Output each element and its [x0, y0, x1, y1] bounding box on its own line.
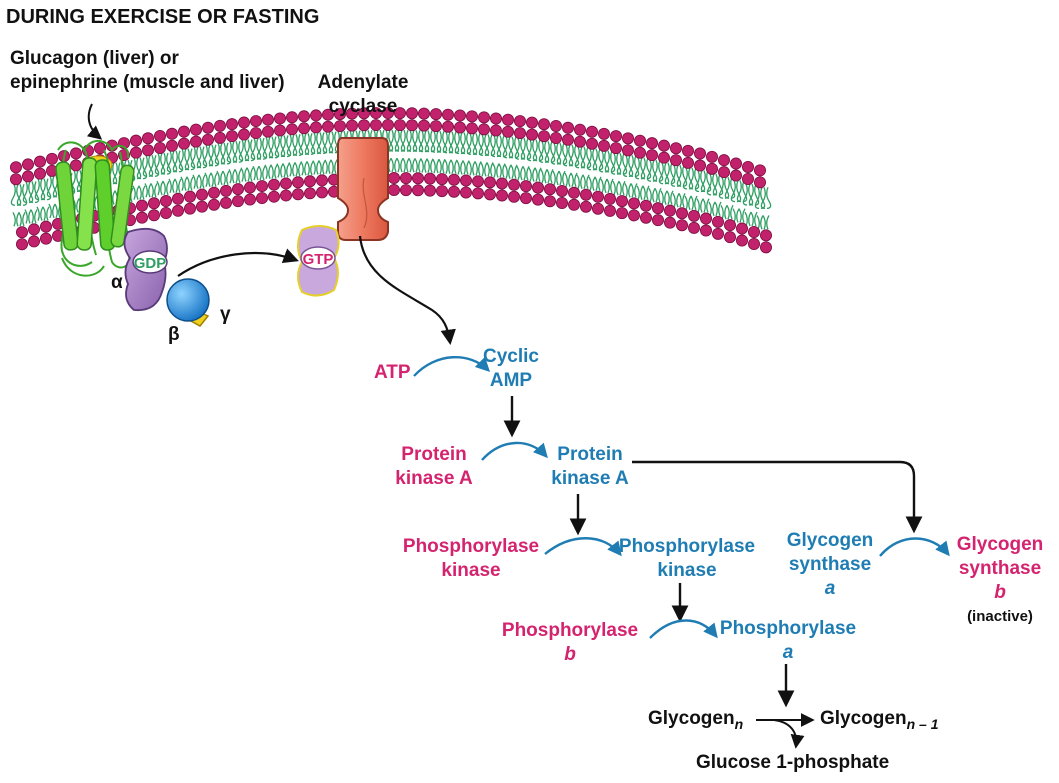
g-protein-gtp-bound	[297, 225, 340, 297]
alpha-label: α	[111, 272, 123, 293]
cell-membrane	[9, 107, 773, 254]
phk-inactive-line2: kinase	[441, 560, 501, 581]
ph-active-line1: Phosphorylase	[719, 618, 857, 639]
cyclic-amp-label-line1: Cyclic	[483, 346, 539, 367]
gtp-label: GTP	[302, 251, 334, 268]
gs-active-line2: synthase	[788, 554, 872, 575]
hormone-label-line1: Glucagon (liver) or	[10, 48, 179, 69]
hormone-label-line2: epinephrine (muscle and liver)	[10, 72, 285, 93]
gs-inactive-line1: Glycogen	[956, 534, 1044, 555]
gs-active-line3: a	[824, 578, 836, 599]
gs-inactive-line2: synthase	[958, 558, 1042, 579]
gs-inactive-note: (inactive)	[967, 608, 1033, 625]
pka-inactive-line2: kinase A	[395, 468, 473, 489]
ph-active-line2: a	[782, 642, 794, 663]
ph-inactive-line2: b	[564, 644, 576, 665]
arrow-hormone-to-receptor	[86, 103, 103, 140]
pka-active-line1: Protein	[557, 444, 623, 465]
glucose-1-phosphate-label: Glucose 1-phosphate	[696, 752, 890, 773]
gdp-label: GDP	[133, 255, 167, 272]
arrow-g-protein-activation	[177, 248, 299, 277]
pka-active-line2: kinase A	[551, 468, 629, 489]
beta-label: β	[168, 324, 180, 345]
adenylate-label-line2: cyclase	[328, 96, 398, 117]
arrow-to-glucose-1-phosphate	[773, 719, 805, 749]
adenylate-cyclase	[337, 137, 389, 241]
conversion-arrow-phk	[544, 537, 622, 557]
conversion-arrow-gs	[879, 537, 950, 557]
phk-active-line1: Phosphorylase	[618, 536, 756, 557]
cyclic-amp-label-line2: AMP	[489, 370, 533, 391]
glycogen-n-label: Glycogenn	[648, 708, 744, 732]
atp-label: ATP	[374, 362, 411, 383]
arrow-cyclase-to-camp	[358, 235, 456, 346]
gamma-label: γ	[220, 304, 231, 325]
lipid-heads	[9, 107, 773, 254]
conversion-arrow-pka	[481, 441, 548, 461]
conversion-arrow-atp	[413, 356, 491, 377]
adenylate-label-line1: Adenylate	[317, 72, 409, 93]
gs-inactive-line3: b	[994, 582, 1006, 603]
ph-inactive-line1: Phosphorylase	[501, 620, 639, 641]
pka-inactive-line1: Protein	[401, 444, 467, 465]
g-protein-gdp-bound	[123, 227, 210, 327]
arrow-pka-to-glycogen-synthase	[632, 460, 923, 534]
receptor-protein	[55, 140, 135, 277]
glycogen-n-minus-1-label: Glycogenn – 1	[820, 708, 939, 732]
diagram-title: DURING EXERCISE OR FASTING	[6, 6, 320, 28]
phk-active-line2: kinase	[657, 560, 717, 581]
gs-active-line1: Glycogen	[786, 530, 874, 551]
phk-inactive-line1: Phosphorylase	[402, 536, 540, 557]
beta-subunit	[166, 278, 210, 322]
conversion-arrow-ph	[649, 619, 718, 639]
